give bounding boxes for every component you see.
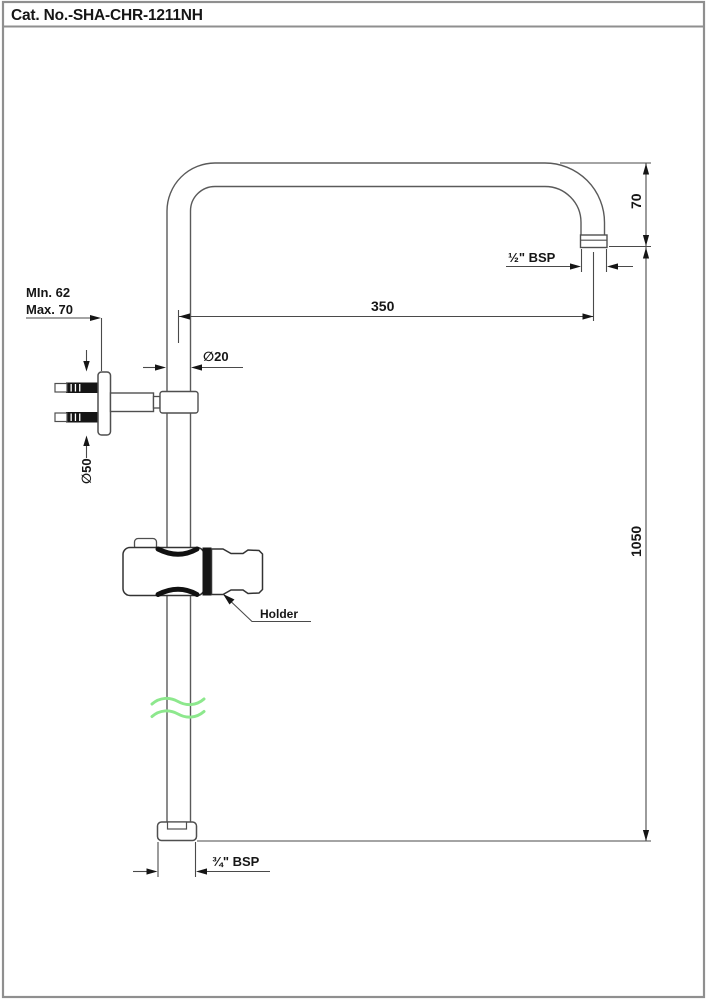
outlet-thread-arrow-left bbox=[570, 263, 581, 270]
bracket-collar bbox=[159, 390, 199, 414]
label-rail-height: 1050 bbox=[628, 526, 644, 557]
pipe-dia-arrow-left bbox=[155, 364, 166, 371]
arm-drop-arrow-bottom bbox=[642, 235, 650, 246]
label-arm-length: 350 bbox=[371, 298, 395, 314]
label-outlet-thread: ½" BSP bbox=[508, 250, 556, 265]
label-arm-drop: 70 bbox=[628, 193, 644, 209]
pipe-break-lines bbox=[150, 696, 206, 719]
catalog-number: Cat. No.-SHA-CHR-1211NH bbox=[11, 7, 203, 24]
shower-pipe-inner-edge bbox=[189, 185, 582, 822]
rail-height-arrow-top bbox=[642, 247, 650, 259]
inlet-thread-arrow-right bbox=[196, 868, 207, 875]
label-min-distance: MIn. 62 bbox=[26, 285, 70, 300]
wall-bracket bbox=[54, 371, 199, 436]
holder-leader-arrow bbox=[223, 594, 235, 605]
holder-assembly bbox=[122, 537, 311, 623]
inlet-cap bbox=[156, 821, 198, 842]
outlet-thread-arrow-right bbox=[607, 263, 618, 270]
outlet-cap bbox=[579, 234, 608, 249]
shower-pipe bbox=[166, 162, 606, 822]
wall-flange bbox=[97, 371, 112, 436]
arm-length-arrow-right bbox=[582, 313, 594, 320]
label-flange-diameter: ∅50 bbox=[79, 458, 94, 484]
flange-dia-arrow-top bbox=[83, 361, 90, 372]
bracket-arm bbox=[109, 392, 155, 413]
label-pipe-diameter: ∅20 bbox=[203, 349, 229, 364]
flange-dia-arrow-bottom bbox=[83, 435, 90, 446]
holder-clamp-top-arc bbox=[155, 546, 200, 557]
mounting-screw-top bbox=[54, 382, 98, 393]
inlet-thread-arrow-left bbox=[146, 868, 158, 875]
dimension-lines bbox=[26, 162, 651, 877]
label-inlet-thread: ¾" BSP bbox=[212, 854, 260, 869]
wall-distance-arrow bbox=[90, 315, 101, 321]
dimension-arrowheads bbox=[83, 163, 650, 875]
arm-drop-arrow-top bbox=[642, 163, 650, 175]
holder-body bbox=[122, 546, 205, 597]
shower-pipe-outer-edge bbox=[166, 162, 606, 822]
holder-nozzle bbox=[210, 548, 264, 596]
rail-height-arrow-bottom bbox=[642, 830, 650, 841]
arm-length-arrow-left bbox=[179, 313, 190, 320]
label-max-distance: Max. 70 bbox=[26, 302, 73, 317]
mounting-screw-bottom bbox=[54, 412, 98, 423]
holder-leader-line bbox=[222, 593, 311, 623]
inlet-cap-notch bbox=[166, 821, 188, 830]
pipe-dia-arrow-right bbox=[191, 364, 202, 371]
holder-clamp-bar bbox=[202, 547, 212, 596]
holder-clamp-bottom-arc bbox=[155, 586, 200, 597]
label-holder: Holder bbox=[260, 607, 298, 621]
bracket-neck bbox=[152, 395, 161, 409]
